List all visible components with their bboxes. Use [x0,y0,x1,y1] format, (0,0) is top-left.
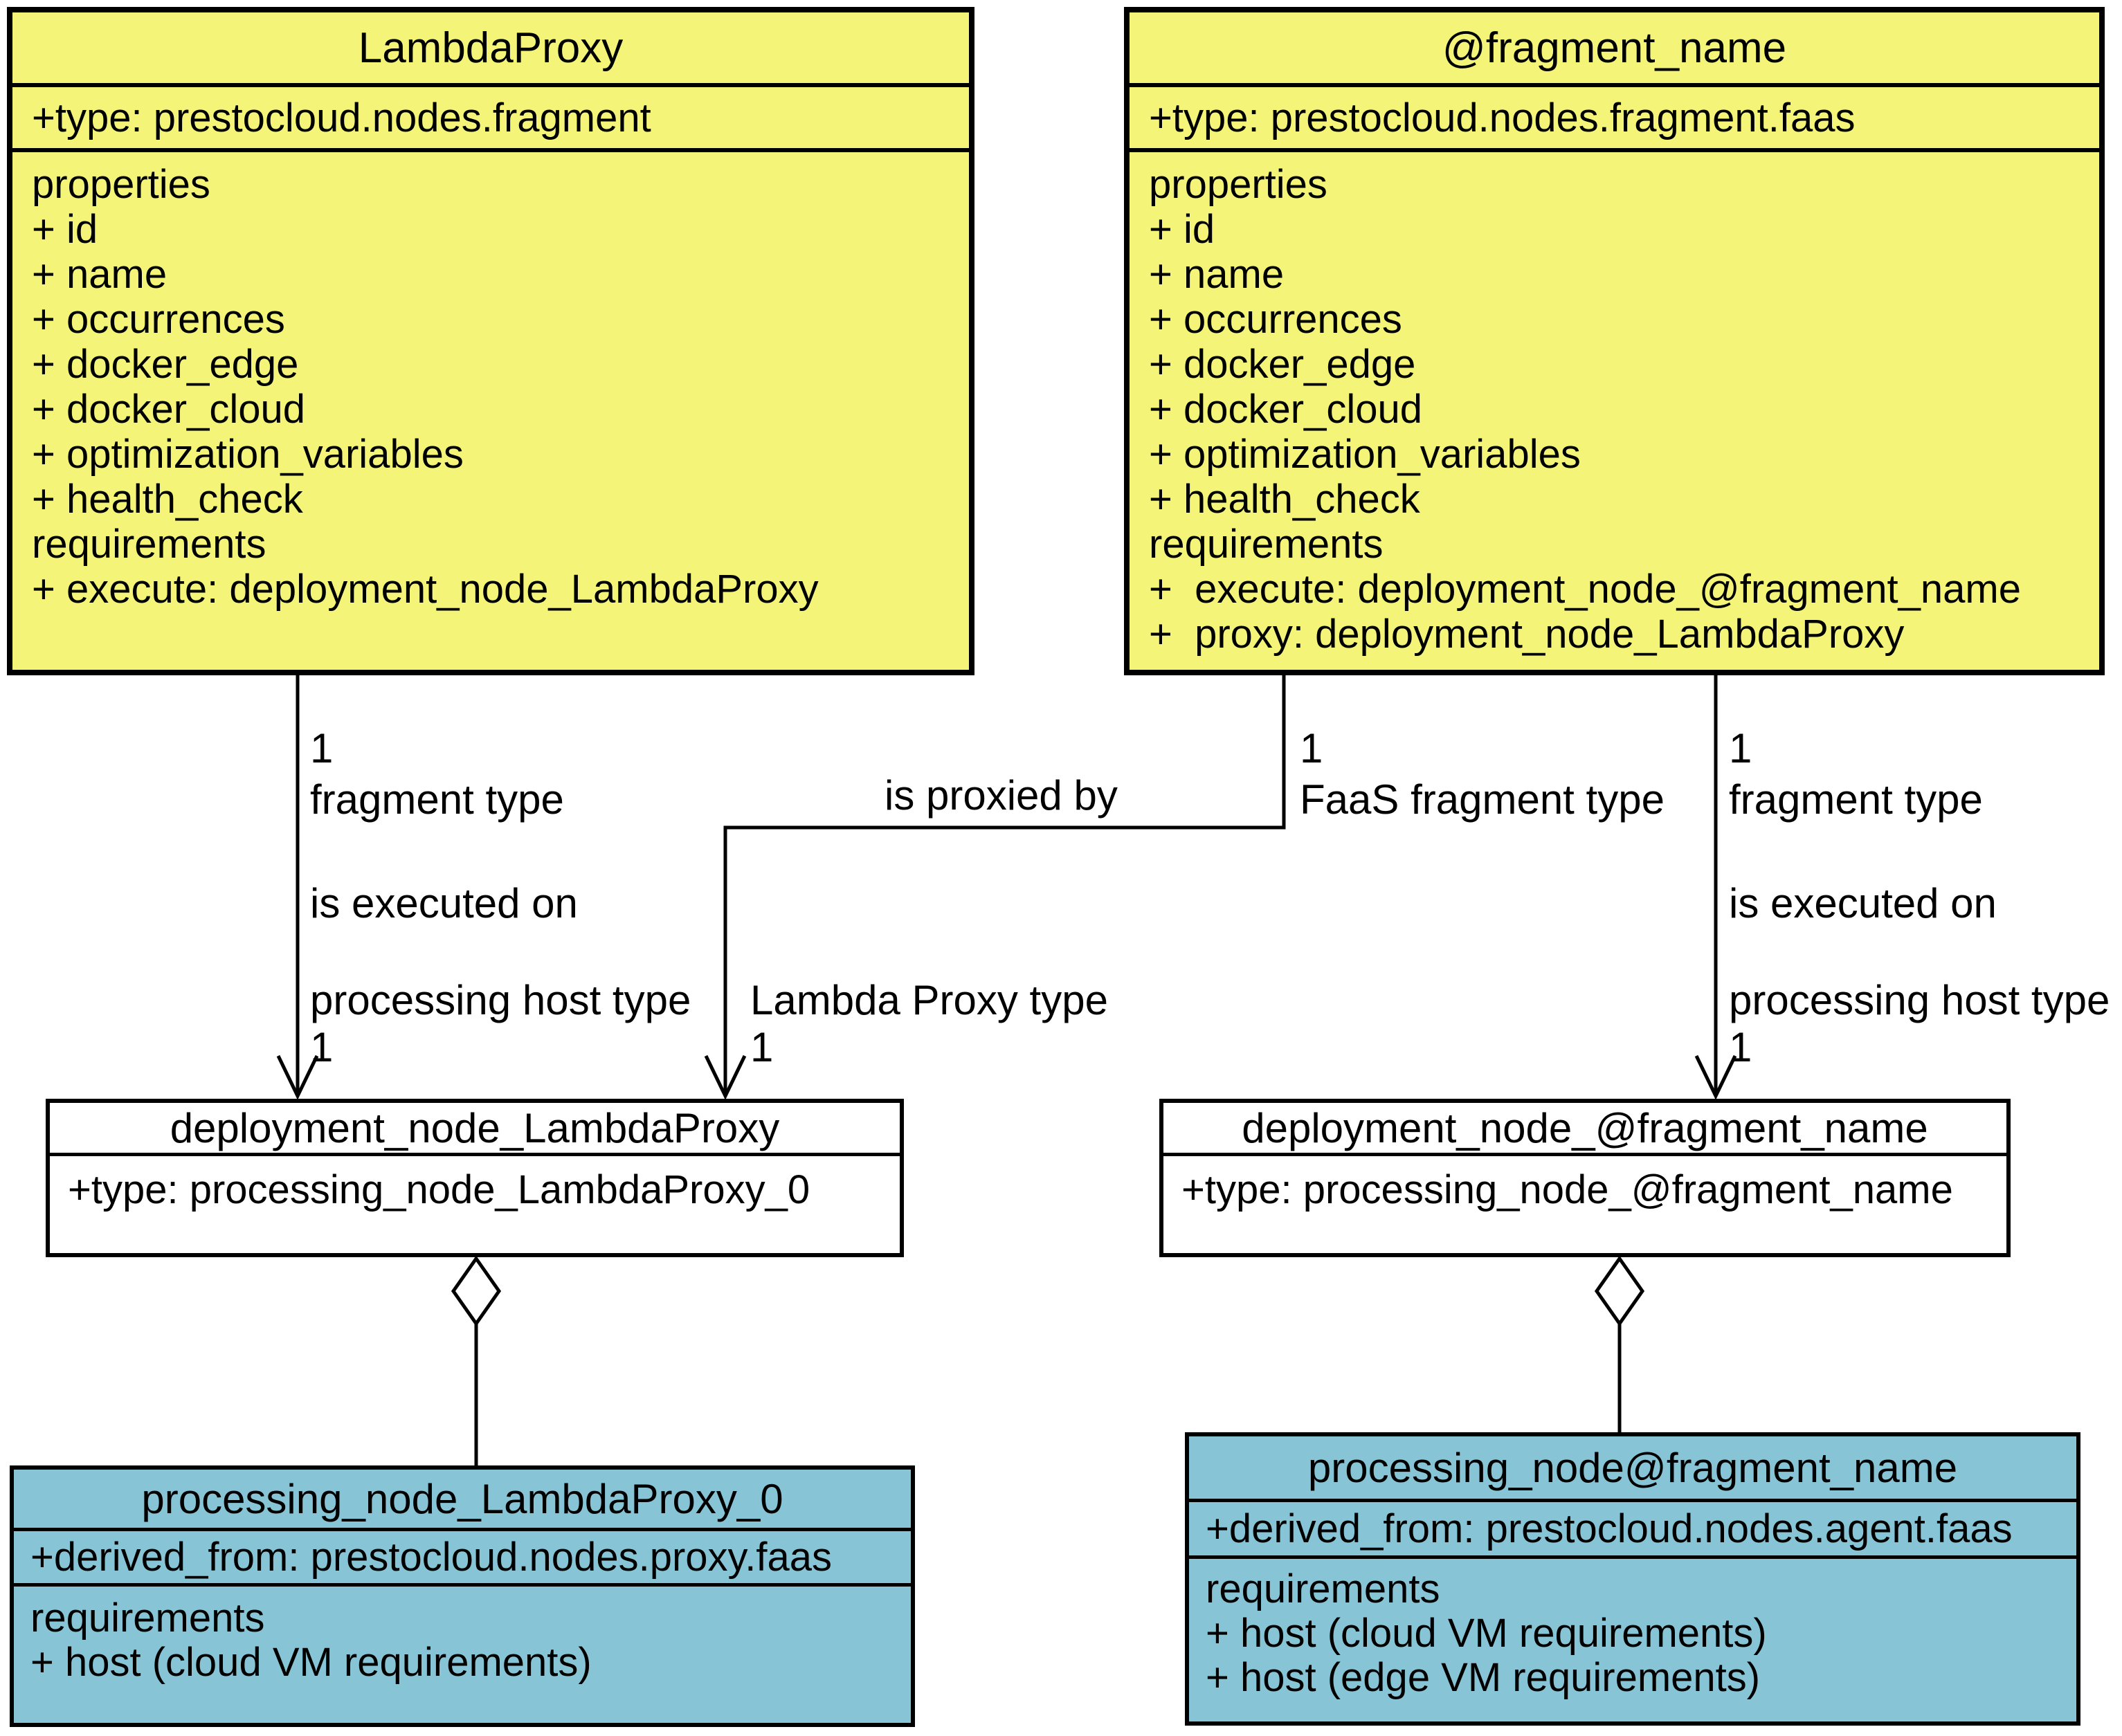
member-line: + id [32,207,98,252]
role-label: FaaS fragment type [1300,776,1665,823]
role-label: fragment type [310,776,564,823]
member-line: + occurrences [1149,297,1402,342]
class-type-compartment: +type: prestocloud.nodes.fragment.faas [1130,87,2099,152]
role-label: Lambda Proxy type [750,977,1108,1023]
member-line: properties [32,162,210,207]
class-fragment-name: @fragment_name +type: prestocloud.nodes.… [1124,7,2105,675]
role-label: processing host type [310,977,691,1023]
member-line: requirements [1149,522,1384,567]
class-deployment-node-lambdaproxy: deployment_node_LambdaProxy +type: proce… [46,1099,904,1257]
member-line: + docker_edge [1149,342,1416,387]
class-members-compartment: properties + id + name + occurrences + d… [12,152,969,670]
class-title: LambdaProxy [12,12,969,87]
class-processing-node-fragment-name: processing_node@fragment_name +derived_f… [1185,1432,2080,1726]
aggregation-diamond-icon [451,1255,502,1327]
class-lambdaproxy: LambdaProxy +type: prestocloud.nodes.fra… [7,7,974,675]
multiplicity-label: 1 [1300,725,1323,771]
member-line: + name [1149,252,1285,297]
class-derived-compartment: +derived_from: prestocloud.nodes.agent.f… [1189,1502,2076,1559]
requirement-line: + host (edge VM requirements) [1206,1655,1761,1700]
member-line: + execute: deployment_node_LambdaProxy [32,567,819,612]
multiplicity-label: 1 [750,1024,774,1070]
multiplicity-label: 1 [310,1024,334,1070]
requirement-line: requirements [30,1596,265,1641]
role-label: processing host type [1729,977,2110,1023]
class-title: deployment_node_@fragment_name [1163,1103,2006,1156]
class-requirements-compartment: requirements + host (cloud VM requiremen… [1189,1559,2076,1721]
class-processing-node-lambdaproxy-0: processing_node_LambdaProxy_0 +derived_f… [10,1465,915,1727]
class-title: processing_node@fragment_name [1189,1436,2076,1502]
class-type-compartment: +type: prestocloud.nodes.fragment [12,87,969,152]
member-line: requirements [32,522,266,567]
class-title: @fragment_name [1130,12,2099,87]
class-requirements-compartment: requirements + host (cloud VM requiremen… [14,1587,911,1723]
member-line: + optimization_variables [1149,432,1581,477]
member-line: + name [32,252,167,297]
member-line: + health_check [32,477,303,522]
multiplicity-label: 1 [1729,725,1752,771]
association-name-label: is proxied by [885,772,1118,819]
requirement-line: requirements [1206,1566,1440,1611]
member-line: + docker_cloud [1149,387,1422,432]
role-label: fragment type [1729,776,1983,823]
multiplicity-label: 1 [1729,1024,1752,1070]
requirement-line: + host (cloud VM requirements) [30,1640,592,1685]
class-derived-compartment: +derived_from: prestocloud.nodes.proxy.f… [14,1531,911,1587]
member-line: + occurrences [32,297,285,342]
class-type-compartment: +type: processing_node_@fragment_name [1163,1156,2006,1253]
member-line: + id [1149,207,1215,252]
member-line: +type: processing_node_@fragment_name [1181,1167,1953,1212]
association-proxied-line [723,675,1286,1096]
association-name-label: is executed on [1729,880,1997,926]
member-line: + docker_edge [32,342,299,387]
member-line: + execute: deployment_node_@fragment_nam… [1149,567,2021,612]
member-line: + health_check [1149,477,1420,522]
class-title: deployment_node_LambdaProxy [50,1103,900,1156]
association-name-label: is executed on [310,880,578,926]
member-line: +type: processing_node_LambdaProxy_0 [68,1167,810,1212]
class-members-compartment: properties + id + name + occurrences + d… [1130,152,2099,670]
member-line: + optimization_variables [32,432,464,477]
member-line: + proxy: deployment_node_LambdaProxy [1149,612,1905,657]
arrowhead-icon [704,1054,747,1100]
member-line: + docker_cloud [32,387,305,432]
class-type-compartment: +type: processing_node_LambdaProxy_0 [50,1156,900,1253]
requirement-line: + host (cloud VM requirements) [1206,1611,1767,1656]
class-title: processing_node_LambdaProxy_0 [14,1470,911,1531]
multiplicity-label: 1 [310,725,334,771]
member-line: properties [1149,162,1327,207]
class-deployment-node-fragment-name: deployment_node_@fragment_name +type: pr… [1159,1099,2011,1257]
aggregation-diamond-icon [1594,1255,1645,1327]
